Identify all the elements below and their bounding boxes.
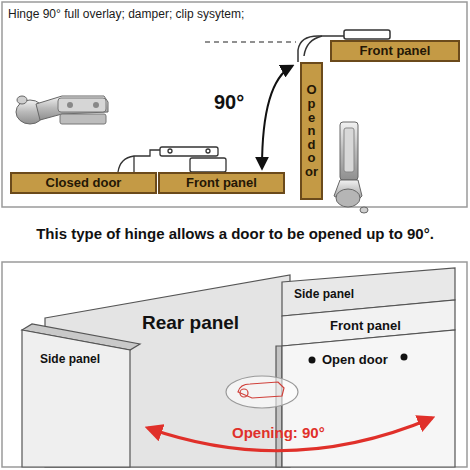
board-label: Front panel	[360, 43, 431, 59]
diagram-caption: This type of hinge allows a door to be o…	[0, 225, 470, 243]
hinge-lineart-closed-part	[190, 158, 226, 172]
cabinet-illustration-part	[309, 357, 316, 364]
hinge-lineart-closed	[118, 147, 226, 172]
opening-arrow-part	[148, 418, 432, 451]
hinge-photo-right-part	[340, 122, 358, 180]
angle-indicator	[205, 42, 296, 168]
hinge-lineart-closed-part	[168, 149, 172, 153]
hinge-callout-part	[226, 376, 298, 408]
board-label: Open door	[305, 83, 318, 178]
part-label: Opening: 90°	[232, 424, 325, 442]
angle-indicator-part	[262, 66, 292, 168]
hinge-photo-right-part	[360, 207, 368, 213]
board-panel: Front panel	[158, 172, 285, 194]
part-label: Side panel	[294, 287, 354, 301]
part-label: Side panel	[40, 352, 100, 366]
hinge-photo-left-part	[58, 98, 106, 112]
board-label: Front panel	[186, 175, 257, 191]
diagram-title: Hinge 90° full overlay; damper; clip sys…	[8, 7, 244, 21]
frames-part	[2, 262, 467, 467]
hinge-lineart-open-part	[344, 30, 390, 39]
hinge-callout	[226, 376, 298, 408]
hinge-photo-left-part	[60, 114, 106, 124]
part-label: Rear panel	[142, 312, 239, 335]
hinge-photo-left-part	[67, 102, 73, 108]
opening-arrow	[148, 418, 432, 451]
hinge-callout-part	[238, 382, 284, 398]
cabinet-illustration	[22, 268, 455, 467]
hinge-photo-right-part	[336, 189, 360, 207]
board-panel: Front panel	[330, 40, 460, 62]
hinge-photo-right	[334, 122, 368, 213]
part-label: Front panel	[330, 318, 401, 334]
board-label: Closed door	[46, 175, 122, 191]
hinge-photo-right-part	[344, 128, 354, 172]
angle-indicator-part	[205, 41, 296, 42]
hinge-lineart-open-part	[304, 36, 322, 56]
hinge-photo-left-part	[93, 102, 99, 108]
hinge-lineart-closed-part	[133, 156, 134, 172]
hinge-callout-part	[240, 389, 248, 397]
hinge-photo-right-part	[334, 180, 362, 206]
part-label: 90°	[214, 90, 244, 114]
hinge-photo-left	[16, 96, 108, 124]
frames-part	[2, 2, 467, 207]
part-label: Open door	[322, 352, 388, 368]
cabinet-illustration-part	[22, 330, 130, 467]
hinge-photo-left-part	[17, 96, 27, 104]
board-panel: Open door	[300, 62, 323, 200]
hinge-lineart-closed-part	[206, 149, 210, 153]
cabinet-illustration-part	[401, 354, 408, 361]
cabinet-illustration-part	[282, 330, 455, 467]
hinge-lineart-closed-part	[160, 147, 218, 156]
board-panel: Closed door	[10, 172, 157, 194]
